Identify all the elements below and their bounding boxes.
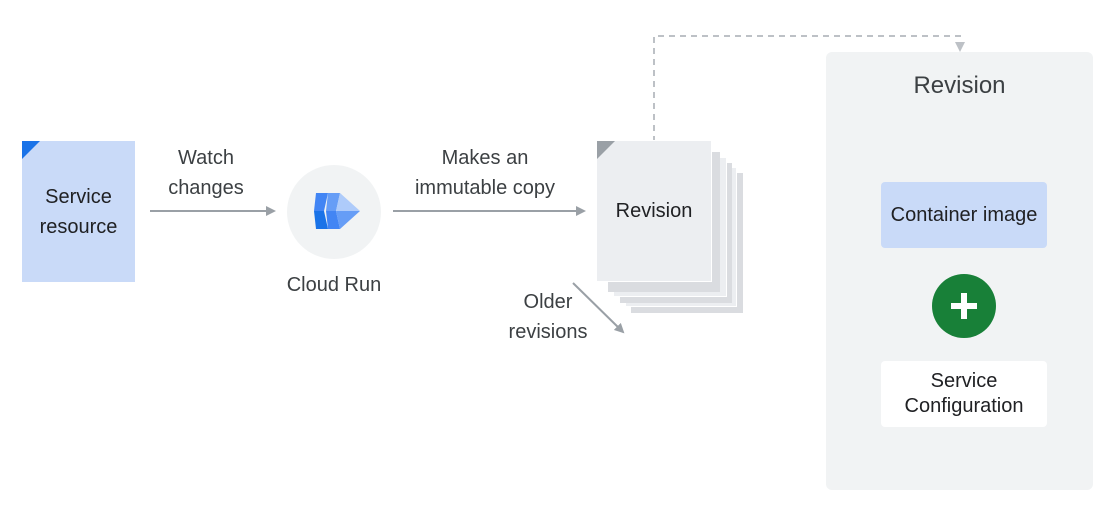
container-image-box: Container image <box>881 182 1047 248</box>
older-revisions-label: Older revisions <box>508 291 588 343</box>
service-resource-label: Service resource <box>39 185 118 238</box>
immutable-copy-label: Makes an immutable copy <box>414 147 556 199</box>
arrow-older-revisions <box>572 282 625 334</box>
revision-stack-label: Revision <box>615 200 693 222</box>
cloud-run-node <box>287 165 381 259</box>
plus-icon <box>932 274 996 338</box>
service-configuration-label: Service Configuration <box>904 370 1024 417</box>
revision-detail-title: Revision <box>913 72 1006 99</box>
arrow-detail-link <box>653 35 965 142</box>
service-resource-node: Service resource <box>22 141 135 282</box>
plus-glyph <box>951 293 977 319</box>
service-configuration-box: Service Configuration <box>881 361 1047 427</box>
cloud-run-label: Cloud Run <box>286 274 382 296</box>
folded-corner <box>597 141 615 159</box>
revision-stack-node: Revision <box>596 140 712 282</box>
watch-changes-label: Watch changes <box>168 147 244 199</box>
folded-corner <box>22 141 40 159</box>
cloud-run-icon <box>314 193 360 229</box>
container-image-label: Container image <box>890 203 1038 226</box>
